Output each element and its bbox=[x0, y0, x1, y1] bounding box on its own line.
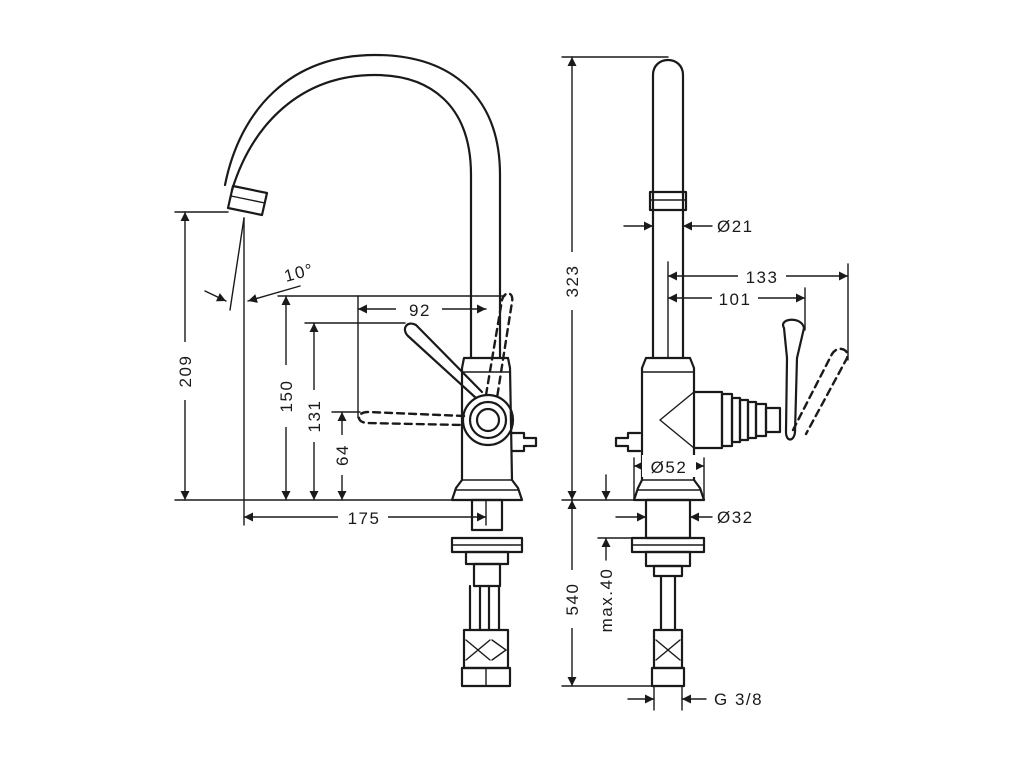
side-body bbox=[614, 356, 782, 502]
side-spout bbox=[648, 59, 688, 360]
front-body bbox=[450, 356, 538, 502]
front-lever bbox=[403, 322, 484, 400]
dim-131: 131 bbox=[305, 400, 324, 433]
dim-101: 101 bbox=[719, 290, 752, 309]
side-connection bbox=[630, 498, 706, 688]
dim-323: 323 bbox=[563, 265, 582, 298]
dim-209: 209 bbox=[176, 355, 195, 388]
front-lever-alt-vertical bbox=[484, 292, 514, 400]
side-dimensions bbox=[561, 56, 849, 711]
dim-64: 64 bbox=[333, 444, 352, 466]
front-lever-alt-horizontal bbox=[357, 410, 466, 427]
side-lever bbox=[781, 318, 806, 441]
dim-150: 150 bbox=[277, 380, 296, 413]
dim-diameter-52: Ø52 bbox=[651, 458, 688, 477]
side-view bbox=[614, 59, 849, 688]
dim-10deg: 10° bbox=[282, 260, 316, 286]
dim-diameter-32: Ø32 bbox=[717, 508, 754, 527]
dim-thread-g38: G 3/8 bbox=[714, 690, 763, 709]
dim-540: 540 bbox=[563, 583, 582, 616]
front-view bbox=[223, 53, 538, 688]
dim-max-40: max.40 bbox=[597, 568, 616, 633]
dim-diameter-21: Ø21 bbox=[717, 217, 754, 236]
front-dimensions bbox=[174, 211, 506, 528]
side-lever-alt bbox=[791, 347, 849, 436]
dim-133: 133 bbox=[746, 268, 779, 287]
front-spout bbox=[223, 53, 502, 360]
dim-175: 175 bbox=[348, 509, 381, 528]
dim-92: 92 bbox=[409, 301, 431, 320]
front-connection bbox=[450, 498, 524, 688]
